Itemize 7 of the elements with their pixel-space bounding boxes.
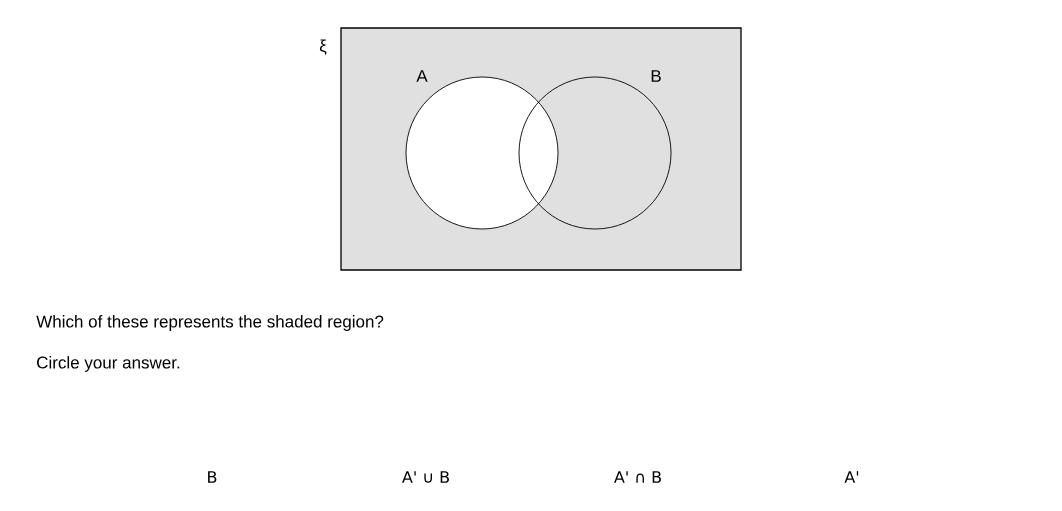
question-text: Which of these represents the shaded region? [36, 315, 384, 331]
instruction-text: Circle your answer. [37, 356, 180, 372]
answer-option: A' ∪ B [402, 471, 449, 483]
node-label: ξ [319, 39, 327, 55]
answer-option: B [208, 471, 217, 483]
answer-option: A' [844, 471, 859, 483]
answer-option: A' ∩ B [614, 471, 661, 483]
